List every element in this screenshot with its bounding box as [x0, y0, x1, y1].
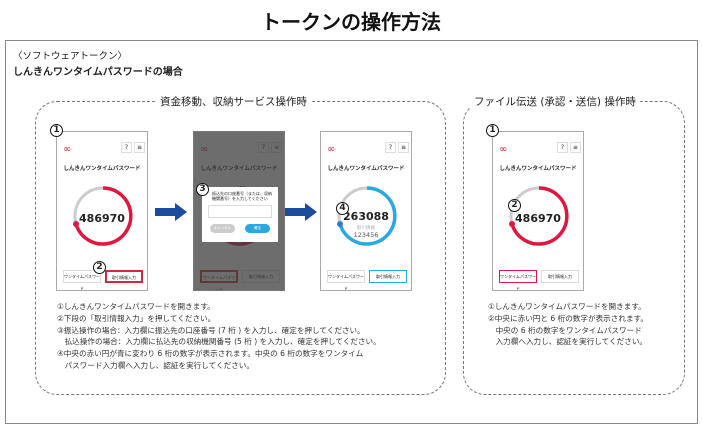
instruction-line: ③振込操作の場合：入力欄に振込先の口座番号 (7 桁 ) を入力し、確定を押して… — [57, 325, 365, 335]
logo-icon: ∞ — [499, 144, 508, 155]
instruction-line: 払込操作の場合：入力欄に払込先の収納機関番号 (5 桁 ) を入力し、確定を押し… — [57, 337, 381, 347]
tab-otp[interactable]: ワンタイムパスワード — [499, 270, 537, 290]
menu-button[interactable]: ≡ — [134, 142, 145, 153]
step-badge-1: 1 — [50, 124, 63, 137]
instruction-line: ④中央の赤い円が青に変わり 6 桁の数字が表示されます。中央の 6 桁の数字をワ… — [57, 349, 364, 359]
tab-otp[interactable]: ワンタイムパスワード — [63, 270, 101, 290]
help-button[interactable]: ? — [557, 142, 568, 153]
timer-ring-blue — [337, 186, 397, 246]
instruction-line: ②下段の「取引情報入力」を押してください。 — [57, 313, 216, 323]
left-panel-title: 資金移動、収納サービス操作時 — [156, 94, 311, 109]
page-title: トークンの操作方法 — [261, 10, 441, 34]
arrow-right-icon — [285, 203, 317, 221]
confirm-button[interactable]: 確定 — [245, 224, 270, 233]
left-instructions: ①しんきんワンタイムパスワードを開きます。 ②下段の「取引情報入力」を押してくだ… — [57, 301, 381, 372]
content-frame — [5, 40, 698, 424]
number-input[interactable] — [208, 205, 272, 218]
step-badge-4: 4 — [336, 202, 349, 215]
otp-code: 486970 — [79, 212, 125, 225]
phone-screen-transaction: ∞ ? ≡ しんきんワンタイムパスワード 263088 取引情報 123456 … — [320, 131, 412, 291]
tab-transaction-input[interactable]: 取引情報入力 — [541, 270, 579, 283]
section-subtitle: 〈ソフトウェアトークン〉 — [13, 51, 128, 62]
app-title: しんきんワンタイムパスワード — [327, 166, 405, 172]
tab-otp[interactable]: ワンタイムパスワード — [327, 270, 365, 290]
tab-transaction-input[interactable]: 取引情報入力 — [369, 270, 407, 283]
phone-screen-otp: ∞ ? ≡ しんきんワンタイムパスワード 486970 ワンタイムパスワード 取… — [56, 131, 148, 291]
phone-screen-file-transfer: ∞ ? ≡ しんきんワンタイムパスワード 486970 ワンタイムパスワード 取… — [492, 131, 584, 291]
transaction-label: 取引情報 — [357, 226, 375, 231]
instruction-line: 中央の 6 桁の数字をワンタイムパスワード — [488, 325, 642, 335]
help-button[interactable]: ? — [121, 142, 132, 153]
menu-button[interactable]: ≡ — [398, 142, 409, 153]
step-badge-2: 2 — [508, 199, 521, 212]
otp-code: 263088 — [343, 210, 389, 223]
instruction-line: 入力欄へ入力し、認証を実行してください。 — [488, 337, 648, 347]
menu-button[interactable]: ≡ — [570, 142, 581, 153]
step-badge-2: 2 — [93, 261, 106, 274]
instruction-line: ②中央に赤い円と 6 桁の数字が表示されます。 — [488, 313, 648, 323]
timer-ring-red — [509, 186, 569, 246]
right-panel-title: ファイル伝送 (承認・送信) 操作時 — [470, 94, 640, 109]
logo-icon: ∞ — [63, 144, 72, 155]
step-badge-1: 1 — [486, 124, 499, 137]
phone-screen-dialog: ∞ ? ≡ しんきんワンタイムパスワード ワンタイムパスワード 取引情報入力 振… — [193, 131, 285, 291]
app-title: しんきんワンタイムパスワード — [63, 166, 141, 172]
arrow-right-icon — [155, 203, 187, 221]
instruction-line: パスワード入力欄へ入力し、認証を実行してください。 — [57, 360, 254, 370]
right-instructions: ①しんきんワンタイムパスワードを開きます。 ②中央に赤い円と 6 桁の数字が表示… — [488, 301, 648, 348]
cancel-button[interactable]: キャンセル — [210, 224, 235, 233]
step-badge-3: 3 — [196, 183, 209, 196]
dialog-message: 振込先の口座番号（または、収納機関番号）を入力してください — [212, 191, 272, 201]
tab-transaction-input[interactable]: 取引情報入力 — [105, 270, 143, 283]
app-title: しんきんワンタイムパスワード — [499, 166, 577, 172]
otp-code: 486970 — [515, 212, 561, 225]
transaction-number: 123456 — [353, 231, 379, 239]
instruction-line: ①しんきんワンタイムパスワードを開きます。 — [488, 302, 646, 311]
timer-ring-red — [73, 186, 133, 246]
help-button[interactable]: ? — [385, 142, 396, 153]
logo-icon: ∞ — [327, 144, 336, 155]
instruction-line: ①しんきんワンタイムパスワードを開きます。 — [57, 302, 215, 311]
input-dialog: 振込先の口座番号（または、収納機関番号）を入力してください キャンセル 確定 — [202, 187, 278, 242]
section-heading: しんきんワンタイムパスワードの場合 — [13, 67, 183, 78]
